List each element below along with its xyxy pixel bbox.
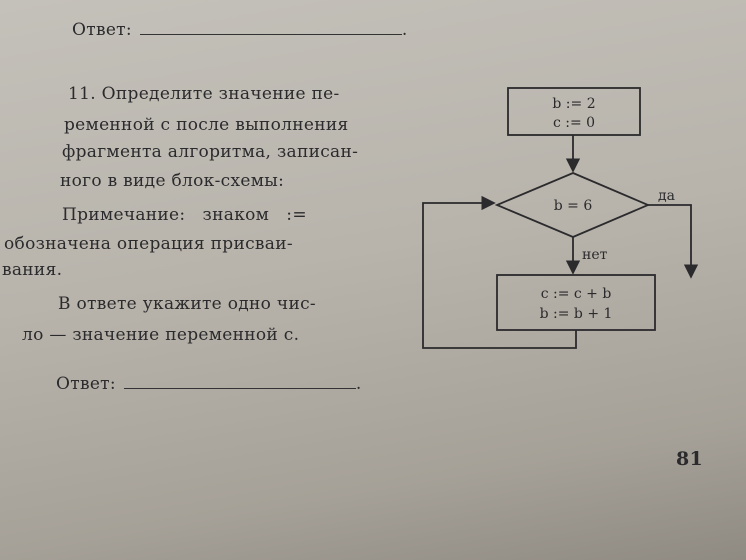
condition-text: b = 6 xyxy=(554,198,593,214)
page-number: 81 xyxy=(676,448,704,470)
no-label: нет xyxy=(582,247,608,263)
loop-arrow xyxy=(422,195,577,349)
note-line: вания. xyxy=(2,260,63,280)
init-line: b := 2 xyxy=(552,96,595,112)
problem-line: 11. Определите значение пе- xyxy=(68,84,340,104)
bottom-answer: Ответ:. xyxy=(56,374,362,394)
problem-line: ременной c после выполнения xyxy=(64,115,349,135)
note-line: Примечание: знаком := xyxy=(62,205,307,225)
body-line: b := b + 1 xyxy=(540,306,613,322)
note-line: обозначена операция присваи- xyxy=(4,234,293,254)
yes-arrow xyxy=(648,204,699,279)
problem-line: фрагмента алгоритма, записан- xyxy=(62,142,359,162)
yes-label: да xyxy=(658,188,675,204)
top-answer: Ответ:. xyxy=(72,20,408,40)
answer-blank[interactable] xyxy=(123,374,356,389)
instruction-line: В ответе укажите одно чис- xyxy=(58,294,316,314)
problem-line: ного в виде блок-схемы: xyxy=(60,171,285,191)
init-line: c := 0 xyxy=(553,115,595,131)
answer-blank[interactable] xyxy=(139,20,402,35)
body-line: c := c + b xyxy=(541,286,612,302)
init-block xyxy=(507,87,641,136)
answer-label: Ответ: xyxy=(72,20,132,40)
instruction-line: ло — значение переменной c. xyxy=(22,325,300,345)
answer-label: Ответ: xyxy=(56,374,116,394)
